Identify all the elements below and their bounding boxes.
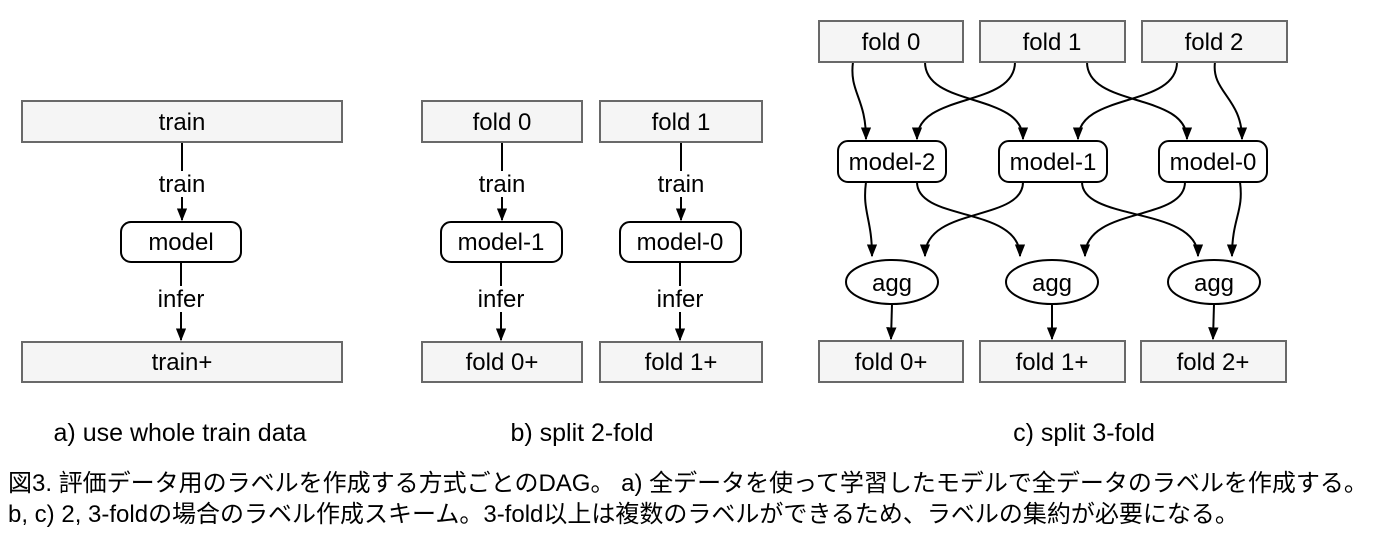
- node-c-fold1-plus-label: fold 1+: [1016, 349, 1089, 376]
- edge-c-fold1-to-model2: [911, 61, 1016, 141]
- node-c-fold2: [1141, 20, 1288, 63]
- edge-c-agg0-to-fold0plus: [886, 303, 897, 341]
- edge-c-model0-to-agg1: [1079, 181, 1186, 258]
- node-c-model1: [998, 140, 1108, 183]
- node-b-model1: [440, 221, 563, 263]
- node-a-train-plus: [21, 341, 343, 383]
- node-c-fold0-label: fold 0: [862, 29, 921, 56]
- node-c-agg2: [1167, 259, 1261, 305]
- node-a-model: [120, 221, 242, 263]
- edge-label-bg: [475, 286, 527, 312]
- node-c-fold2-plus-label: fold 2+: [1177, 349, 1250, 376]
- edge-c-model0-to-agg2: [1226, 181, 1242, 258]
- node-c-model1-label: model-1: [1010, 149, 1097, 176]
- node-c-fold0-plus: [818, 340, 964, 383]
- node-c-agg0-label: agg: [872, 270, 912, 297]
- panel-c: fold 0 fold 1 fold 2 model-2 model-1 mod…: [818, 20, 1288, 383]
- node-c-agg1: [1005, 259, 1099, 305]
- node-b-model0: [619, 221, 742, 263]
- edge-label-b-infer-right: infer: [657, 286, 704, 313]
- edge-c-fold0-to-model2: [851, 61, 872, 141]
- node-c-agg1-label: agg: [1032, 270, 1072, 297]
- edge-c-model1-to-agg0: [919, 181, 1024, 258]
- edge-label-b-train-left: train: [479, 171, 526, 198]
- node-b-fold1: [599, 100, 763, 143]
- node-c-agg0: [845, 259, 939, 305]
- node-b-fold1-plus-label: fold 1+: [645, 349, 718, 376]
- edge-c-model1-to-agg2: [1081, 181, 1204, 258]
- edge-label-bg: [156, 171, 208, 197]
- node-b-fold0-label: fold 0: [473, 109, 532, 136]
- node-c-model2: [837, 140, 947, 183]
- edge-label-b-train-right: train: [658, 171, 705, 198]
- figure-caption: 図3. 評価データ用のラベルを作成する方式ごとのDAG。 a) 全データを使って…: [8, 470, 1368, 528]
- dag-diagram: train infer train model train+ train inf…: [21, 20, 1288, 383]
- node-c-fold2-label: fold 2: [1185, 29, 1244, 56]
- node-b-model0-label: model-0: [637, 229, 724, 256]
- edge-c-fold2-to-model1: [1072, 61, 1178, 141]
- edge-label-bg: [654, 286, 706, 312]
- panel-b: train infer train infer fold 0 fold 1 mo…: [421, 100, 763, 383]
- node-c-fold2-plus: [1140, 340, 1287, 383]
- node-b-fold1-plus: [599, 341, 763, 383]
- panel-c-caption: c) split 3-fold: [1013, 419, 1155, 447]
- node-a-model-label: model: [148, 229, 213, 256]
- edge-label-b-infer-left: infer: [478, 286, 525, 313]
- edge-c-agg2-to-fold2plus: [1208, 303, 1219, 341]
- node-a-train: [21, 100, 343, 143]
- node-a-train-label: train: [159, 109, 206, 136]
- panel-a-caption: a) use whole train data: [53, 419, 307, 447]
- node-a-train-plus-label: train+: [152, 349, 213, 376]
- node-b-fold0-plus-label: fold 0+: [466, 349, 539, 376]
- node-c-model2-label: model-2: [849, 149, 936, 176]
- edge-c-fold1-to-model0: [1086, 61, 1193, 141]
- panel-b-caption: b) split 2-fold: [510, 419, 654, 447]
- edge-label-a-train: train: [159, 171, 206, 198]
- edge-label-bg: [655, 171, 707, 197]
- node-c-fold1: [979, 20, 1126, 63]
- edge-c-fold2-to-model0: [1213, 61, 1248, 141]
- node-b-fold1-label: fold 1: [652, 109, 711, 136]
- node-c-model0-label: model-0: [1170, 149, 1257, 176]
- node-b-fold0-plus: [421, 341, 583, 383]
- edge-label-bg: [155, 286, 207, 312]
- node-c-fold0-plus-label: fold 0+: [855, 349, 928, 376]
- edge-c-model2-to-agg1: [916, 181, 1026, 258]
- node-c-agg2-label: agg: [1194, 270, 1234, 297]
- edge-c-fold0-to-model1: [924, 61, 1029, 141]
- edge-c-model2-to-agg0: [864, 181, 878, 258]
- node-b-model1-label: model-1: [458, 229, 545, 256]
- node-c-fold1-plus: [979, 340, 1126, 383]
- node-c-model0: [1158, 140, 1268, 183]
- node-c-fold1-label: fold 1: [1023, 29, 1082, 56]
- node-b-fold0: [421, 100, 583, 143]
- edge-label-bg: [476, 171, 528, 197]
- edge-label-a-infer: infer: [158, 286, 205, 313]
- node-c-fold0: [818, 20, 964, 63]
- panel-a: train infer train model train+: [21, 100, 343, 383]
